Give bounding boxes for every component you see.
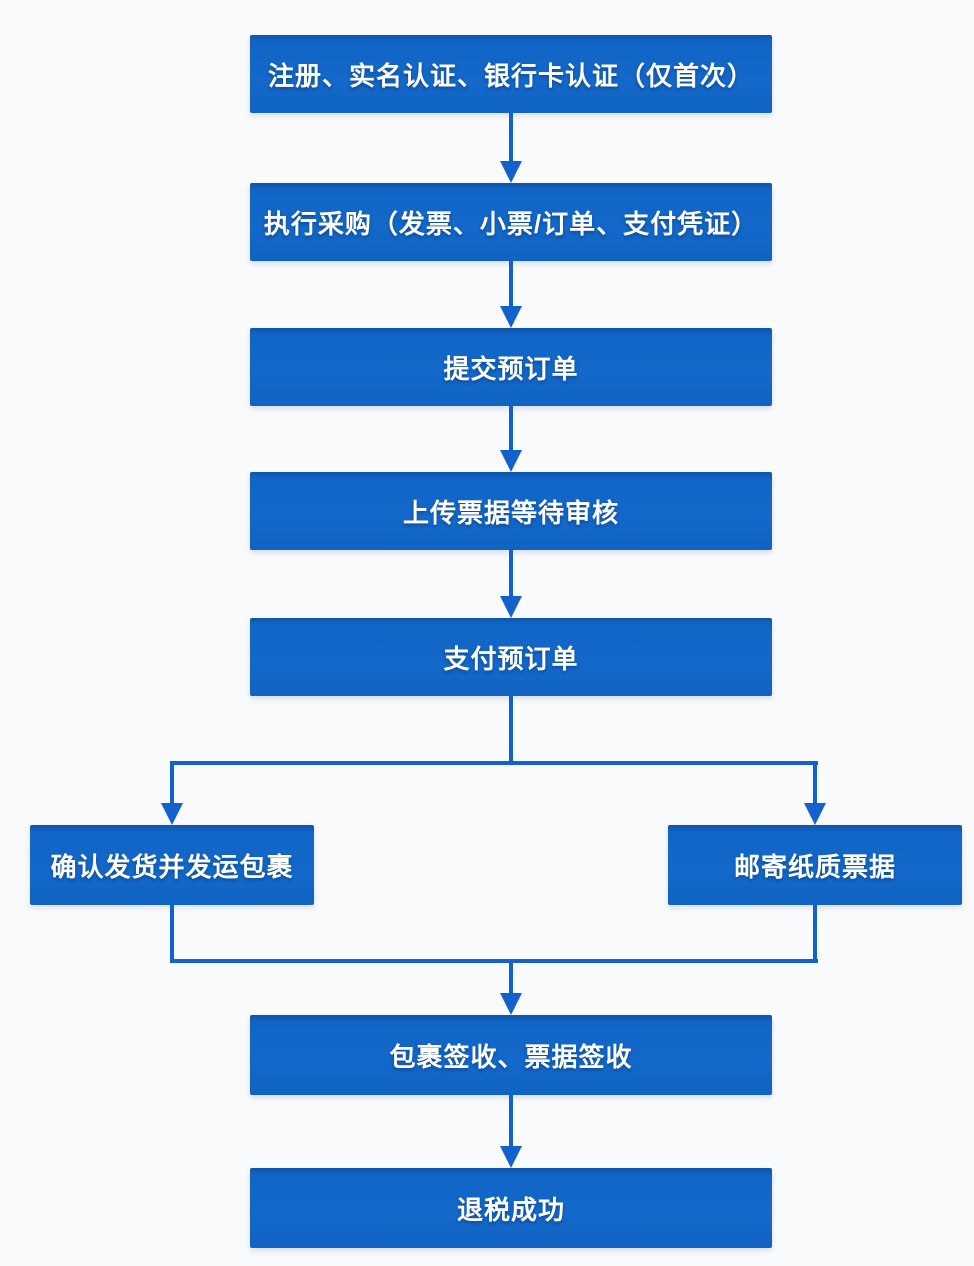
arrow-sign-receive-to-refund-icon [500, 1095, 522, 1168]
connector-split-horizontal [170, 761, 818, 765]
flow-node-label: 包裹签收、票据签收 [389, 1041, 633, 1072]
arrow-submit-to-upload-icon [500, 406, 522, 472]
arrow-register-to-purchase-icon [500, 113, 522, 183]
flow-node-confirm-shipment: 确认发货并发运包裹 [30, 825, 314, 905]
flow-node-mail-paper-receipts: 邮寄纸质票据 [668, 825, 962, 905]
connector-merge-horizontal [170, 959, 818, 963]
connector-merge-left-vertical [170, 905, 174, 963]
flow-node-label: 执行采购（发票、小票/订单、支付凭证） [263, 208, 759, 239]
flow-node-purchase: 执行采购（发票、小票/订单、支付凭证） [250, 183, 772, 261]
arrow-split-to-mail-receipts-icon [804, 763, 826, 825]
connector-split-vertical [509, 696, 513, 765]
flow-node-label: 确认发货并发运包裹 [50, 851, 294, 882]
arrow-split-to-confirm-shipment-icon [161, 763, 183, 825]
arrow-merge-to-sign-receive-icon [500, 961, 522, 1015]
flow-node-upload-review: 上传票据等待审核 [250, 472, 772, 550]
flow-node-label: 退税成功 [456, 1194, 565, 1225]
flow-node-label: 上传票据等待审核 [402, 497, 619, 528]
connector-merge-right-vertical [813, 905, 817, 963]
flow-node-sign-receive: 包裹签收、票据签收 [250, 1015, 772, 1095]
flow-node-label: 邮寄纸质票据 [733, 851, 896, 882]
flow-node-label: 注册、实名认证、银行卡认证（仅首次） [267, 60, 754, 91]
flow-node-label: 支付预订单 [443, 643, 579, 674]
arrow-upload-to-pay-icon [500, 550, 522, 618]
flow-node-register: 注册、实名认证、银行卡认证（仅首次） [250, 35, 772, 113]
arrow-purchase-to-submit-icon [500, 261, 522, 328]
flow-node-refund-success: 退税成功 [250, 1168, 772, 1248]
flow-node-submit-preorder: 提交预订单 [250, 328, 772, 406]
flow-node-label: 提交预订单 [443, 353, 579, 384]
flow-node-pay-preorder: 支付预订单 [250, 618, 772, 696]
